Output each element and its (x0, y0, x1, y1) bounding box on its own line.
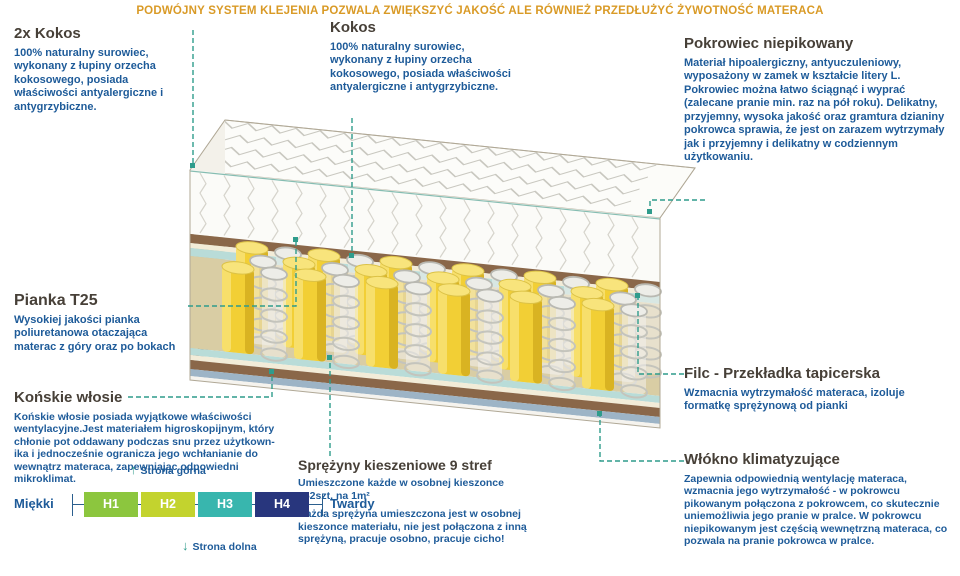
top-side-label: Strona górna (140, 465, 206, 477)
callout-title: Pianka T25 (14, 292, 98, 309)
header-banner: PODWÓJNY SYSTEM KLEJENIA POZWALA ZWIĘKSZ… (136, 5, 824, 17)
up-arrow-icon: ↑ (130, 462, 137, 477)
callout-title: 2x Kokos (14, 25, 81, 42)
firmness-box-h4: H4 (255, 492, 309, 517)
callout-title: Końskie włosie (14, 389, 123, 406)
bottom-side-label: Strona dolna (192, 541, 257, 553)
leader-pianka (188, 240, 297, 307)
scale-right-tick (322, 494, 323, 516)
callout-title: Włókno klimatyzujące (684, 451, 840, 468)
callout-body: Materiał hipoalergiczny, antyuczuleniowy… (684, 56, 945, 164)
callout-title: Sprężyny kieszeniowe 9 stref (298, 457, 492, 473)
callout-body: 100% naturalny surowiec, wykonany z łupi… (14, 46, 164, 113)
callout-body: Wysokiej jakości pianka poliuretanowa ot… (14, 313, 176, 353)
leader-lines (128, 30, 705, 462)
callout-body-line2: Każda sprężyna umieszczona jest w osobne… (298, 508, 527, 546)
firmness-levels: H1 H2 H3 H4 (84, 492, 309, 517)
kokos-layer-bottom (190, 360, 660, 417)
callout-title: Filc - Przekładka tapicerska (684, 365, 880, 382)
callout-sprezyny: Sprężyny kieszeniowe 9 stref Umieszczone… (298, 457, 530, 552)
callout-konskie-wlosie: Końskie włosie Końskie włosie posiada wy… (14, 389, 284, 486)
mattress-outline (189, 119, 696, 429)
callout-wlokno: Włókno klimatyzujące Zapewnia odpowiedni… (684, 451, 950, 548)
leader-wlokno (599, 414, 684, 462)
down-arrow-icon: ↓ (182, 538, 189, 553)
leader-endpoints (190, 163, 652, 416)
climate-fiber-layer (190, 369, 660, 424)
leader-pokrowiec (649, 199, 705, 212)
callout-pokrowiec: Pokrowiec niepikowany Materiał hipoalerg… (684, 35, 946, 165)
bottom-side-note: ↓Strona dolna (182, 538, 257, 553)
soft-label: Miękki (14, 496, 54, 511)
callout-title: Pokrowiec niepikowany (684, 35, 854, 52)
callout-filc: Filc - Przekładka tapicerska Wzmacnia wy… (684, 365, 946, 414)
callout-body: 100% naturalny surowiec, wykonany z łupi… (330, 40, 511, 94)
callout-pianka: Pianka T25 Wysokiej jakości pianka poliu… (14, 292, 186, 354)
firmness-scale: ↑Strona górna Miękki H1 H2 H3 H4 Twardy … (14, 462, 434, 576)
callout-body-line1: Umieszczone każde w osobnej kieszonce 26… (298, 477, 504, 502)
callout-2x-kokos: 2x Kokos 100% naturalny surowiec, wykona… (14, 25, 186, 114)
hard-label: Twardy (330, 496, 375, 511)
callout-body: Zapewnia odpowiednią wentylację materaca… (684, 472, 948, 548)
firmness-box-h2: H2 (141, 492, 195, 517)
leader-konskie (128, 372, 273, 398)
callout-title: Kokos (330, 19, 376, 36)
leader-filc (637, 296, 684, 375)
top-side-note: ↑Strona górna (130, 462, 206, 477)
callout-kokos: Kokos 100% naturalny surowiec, wykonany … (330, 19, 516, 95)
firmness-box-h3: H3 (198, 492, 252, 517)
scale-left-tick (72, 494, 73, 516)
scale-axis-line (72, 504, 322, 505)
callout-body: Wzmacnia wytrzymałość materaca, izoluje … (684, 386, 905, 413)
firmness-box-h1: H1 (84, 492, 138, 517)
callout-body: Końskie włosie posiada wyjątkowe właściw… (14, 410, 275, 486)
